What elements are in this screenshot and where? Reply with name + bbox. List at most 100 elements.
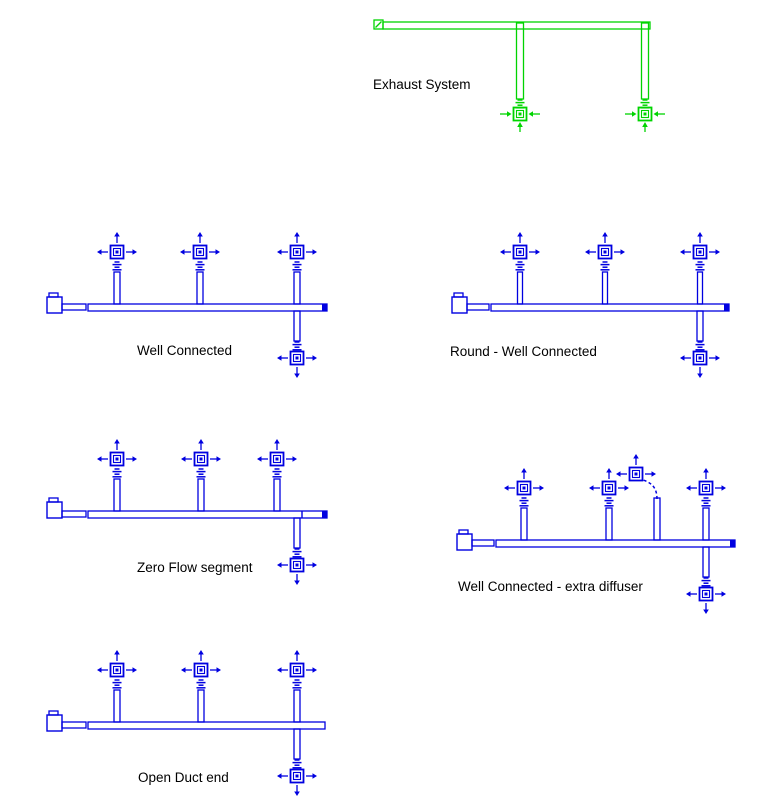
inlet-duct: [61, 510, 87, 518]
airflow-arrow-icon: [274, 439, 280, 450]
airflow-arrow-icon: [198, 650, 204, 661]
arrowhead: [517, 232, 523, 237]
airflow-arrow-icon: [697, 232, 703, 243]
system-label: Round - Well Connected: [450, 344, 597, 359]
diffuser-core: [603, 250, 607, 254]
inlet-duct-rect: [61, 721, 87, 729]
diffuser-outer-square: [269, 451, 285, 467]
system-label: Zero Flow segment: [137, 560, 253, 575]
diffuser-icon: [97, 232, 137, 260]
airflow-arrow-icon: [517, 232, 523, 243]
flex-connector-icon: [701, 497, 711, 507]
airflow-arrow-icon: [97, 456, 108, 462]
inlet-duct-rect: [61, 303, 87, 311]
arrowhead: [602, 232, 608, 237]
airflow-arrow-icon: [680, 355, 691, 361]
airflow-arrow-icon: [294, 367, 300, 378]
arrowhead: [697, 232, 703, 237]
main-duct-rect: [87, 510, 328, 519]
diffuser-core: [698, 356, 702, 360]
airflow-arrow-icon: [709, 249, 720, 255]
diffuser-core: [643, 112, 647, 116]
airflow-arrow-icon: [686, 485, 697, 491]
riser-duct: [113, 478, 121, 512]
diffuser-icon: [181, 439, 221, 467]
inlet-duct-rect: [466, 303, 490, 311]
arrowhead: [292, 456, 297, 462]
main-duct: [87, 721, 326, 730]
arrowhead: [294, 650, 300, 655]
fan-icon: [46, 292, 63, 314]
diffuser-inner-square: [292, 353, 302, 363]
stub-riser-duct: [653, 497, 661, 541]
airflow-arrow-icon: [697, 367, 703, 378]
airflow-arrow-icon: [257, 456, 268, 462]
system-label: Well Connected: [137, 343, 232, 358]
airflow-arrow-icon: [625, 111, 637, 117]
drop-duct: [515, 22, 525, 100]
arrowhead: [633, 454, 639, 459]
airflow-arrow-icon: [198, 439, 204, 450]
arrowhead: [697, 373, 703, 378]
airflow-arrow-icon: [645, 471, 656, 477]
arrowhead: [277, 562, 282, 568]
drop-duct-rect: [515, 22, 525, 100]
airflow-arrow-icon: [614, 249, 625, 255]
airflow-arrow-icon: [616, 471, 627, 477]
airflow-arrow-icon: [210, 667, 221, 673]
main-duct-rect: [495, 539, 736, 548]
diffuser-inner-square: [695, 247, 705, 257]
airflow-arrow-icon: [606, 468, 612, 479]
fan-icon: [456, 529, 473, 551]
end-cap-fill: [724, 304, 729, 311]
main-duct-rect: [490, 303, 730, 312]
diffuser-outer-square: [637, 106, 653, 122]
riser-duct: [293, 271, 301, 305]
riser-duct-rect: [605, 507, 613, 541]
arrowhead: [312, 355, 317, 361]
riser-duct-rect: [696, 271, 704, 305]
diffuser-icon: [616, 454, 656, 482]
arrowhead: [97, 249, 102, 255]
airflow-arrow-icon: [114, 439, 120, 450]
main-duct-rect: [87, 303, 328, 312]
arrowhead: [274, 439, 280, 444]
airflow-arrow-icon: [715, 485, 726, 491]
riser-duct-rect: [113, 478, 121, 512]
diagram-zero-flow-segment: Zero Flow segment: [46, 439, 328, 585]
diffuser-inner-square: [292, 560, 302, 570]
flex-connector-icon: [112, 261, 122, 271]
arrowhead: [216, 667, 221, 673]
arrowhead: [500, 249, 505, 255]
riser-duct: [702, 507, 710, 541]
airflow-arrow-icon: [528, 111, 540, 117]
arrowhead: [277, 355, 282, 361]
riser-duct-rect: [293, 271, 301, 305]
arrowhead: [114, 650, 120, 655]
diffuser-inner-square: [515, 247, 525, 257]
diffuser-icon: [277, 768, 317, 796]
riser-duct: [605, 507, 613, 541]
diffuser-core: [199, 457, 203, 461]
diffuser-icon: [500, 106, 540, 132]
fan-body: [456, 533, 473, 551]
airflow-arrow-icon: [277, 562, 288, 568]
diffuser-core: [698, 250, 702, 254]
riser-duct-rect: [516, 271, 524, 305]
riser-duct: [520, 507, 528, 541]
arrowhead: [589, 485, 594, 491]
arrowhead: [715, 249, 720, 255]
riser-duct-rect: [197, 689, 205, 723]
diffuser-icon: [680, 232, 720, 260]
drop-duct: [696, 310, 704, 342]
flex-connector-icon: [519, 497, 529, 507]
arrowhead: [585, 249, 590, 255]
flex-connector-icon: [195, 261, 205, 271]
arrowhead: [97, 456, 102, 462]
airflow-arrow-icon: [277, 667, 288, 673]
flex-connector-icon: [272, 468, 282, 478]
diffuser-outer-square: [516, 480, 532, 496]
arrowhead: [198, 650, 204, 655]
airflow-arrow-icon: [126, 249, 137, 255]
fan-body: [46, 501, 63, 519]
